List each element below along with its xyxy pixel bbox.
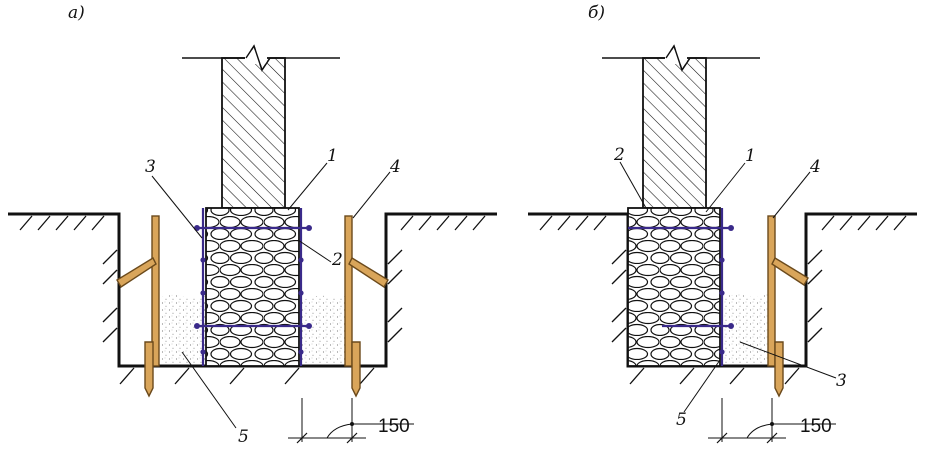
dimension-150-b [708,398,836,444]
sand-fill-left [158,294,205,366]
panel-a-letter: а) [68,3,85,23]
callout-leaders-b [619,161,837,413]
formwork-stakes-a [116,215,389,398]
formwork-stakes-b [767,215,809,398]
rubble-foundation-b [627,207,721,367]
reinforcement-a [194,208,312,366]
panel-b-letter: б) [588,3,605,23]
callout-4-b: 4 [809,157,821,177]
wall-break-zigzag-b [665,44,691,72]
ground-hatch-a [19,215,486,385]
dimension-150-a [288,398,414,444]
wall-break-gap-b [665,50,687,64]
callout-leaders-a [151,162,391,429]
sand-fill-right [300,295,348,366]
rubble-foundation-a [205,207,300,367]
callout-2-a: 2 [331,250,343,270]
callout-5-a: 5 [238,427,249,447]
wall-a [221,57,286,209]
dimension-label-a: 150 [378,416,410,437]
panel-a: а) [8,3,497,447]
reinforcement-b [628,208,734,366]
callout-3-a: 3 [145,157,156,177]
wall-break-zigzag-a [245,44,271,72]
callout-2-b: 2 [613,145,625,165]
sand-fill-b [722,294,768,366]
wall-break-gap-a [245,50,267,64]
callout-1-a: 1 [327,146,338,166]
callout-5-b: 5 [676,410,687,430]
dimension-label-b: 150 [800,416,832,437]
wall-b [642,57,707,209]
callout-1-b: 1 [745,146,756,166]
panel-b: б) [528,3,917,444]
ground-hatch-b [539,215,907,385]
callout-4-a: 4 [389,157,401,177]
callout-3-b: 3 [836,371,847,391]
